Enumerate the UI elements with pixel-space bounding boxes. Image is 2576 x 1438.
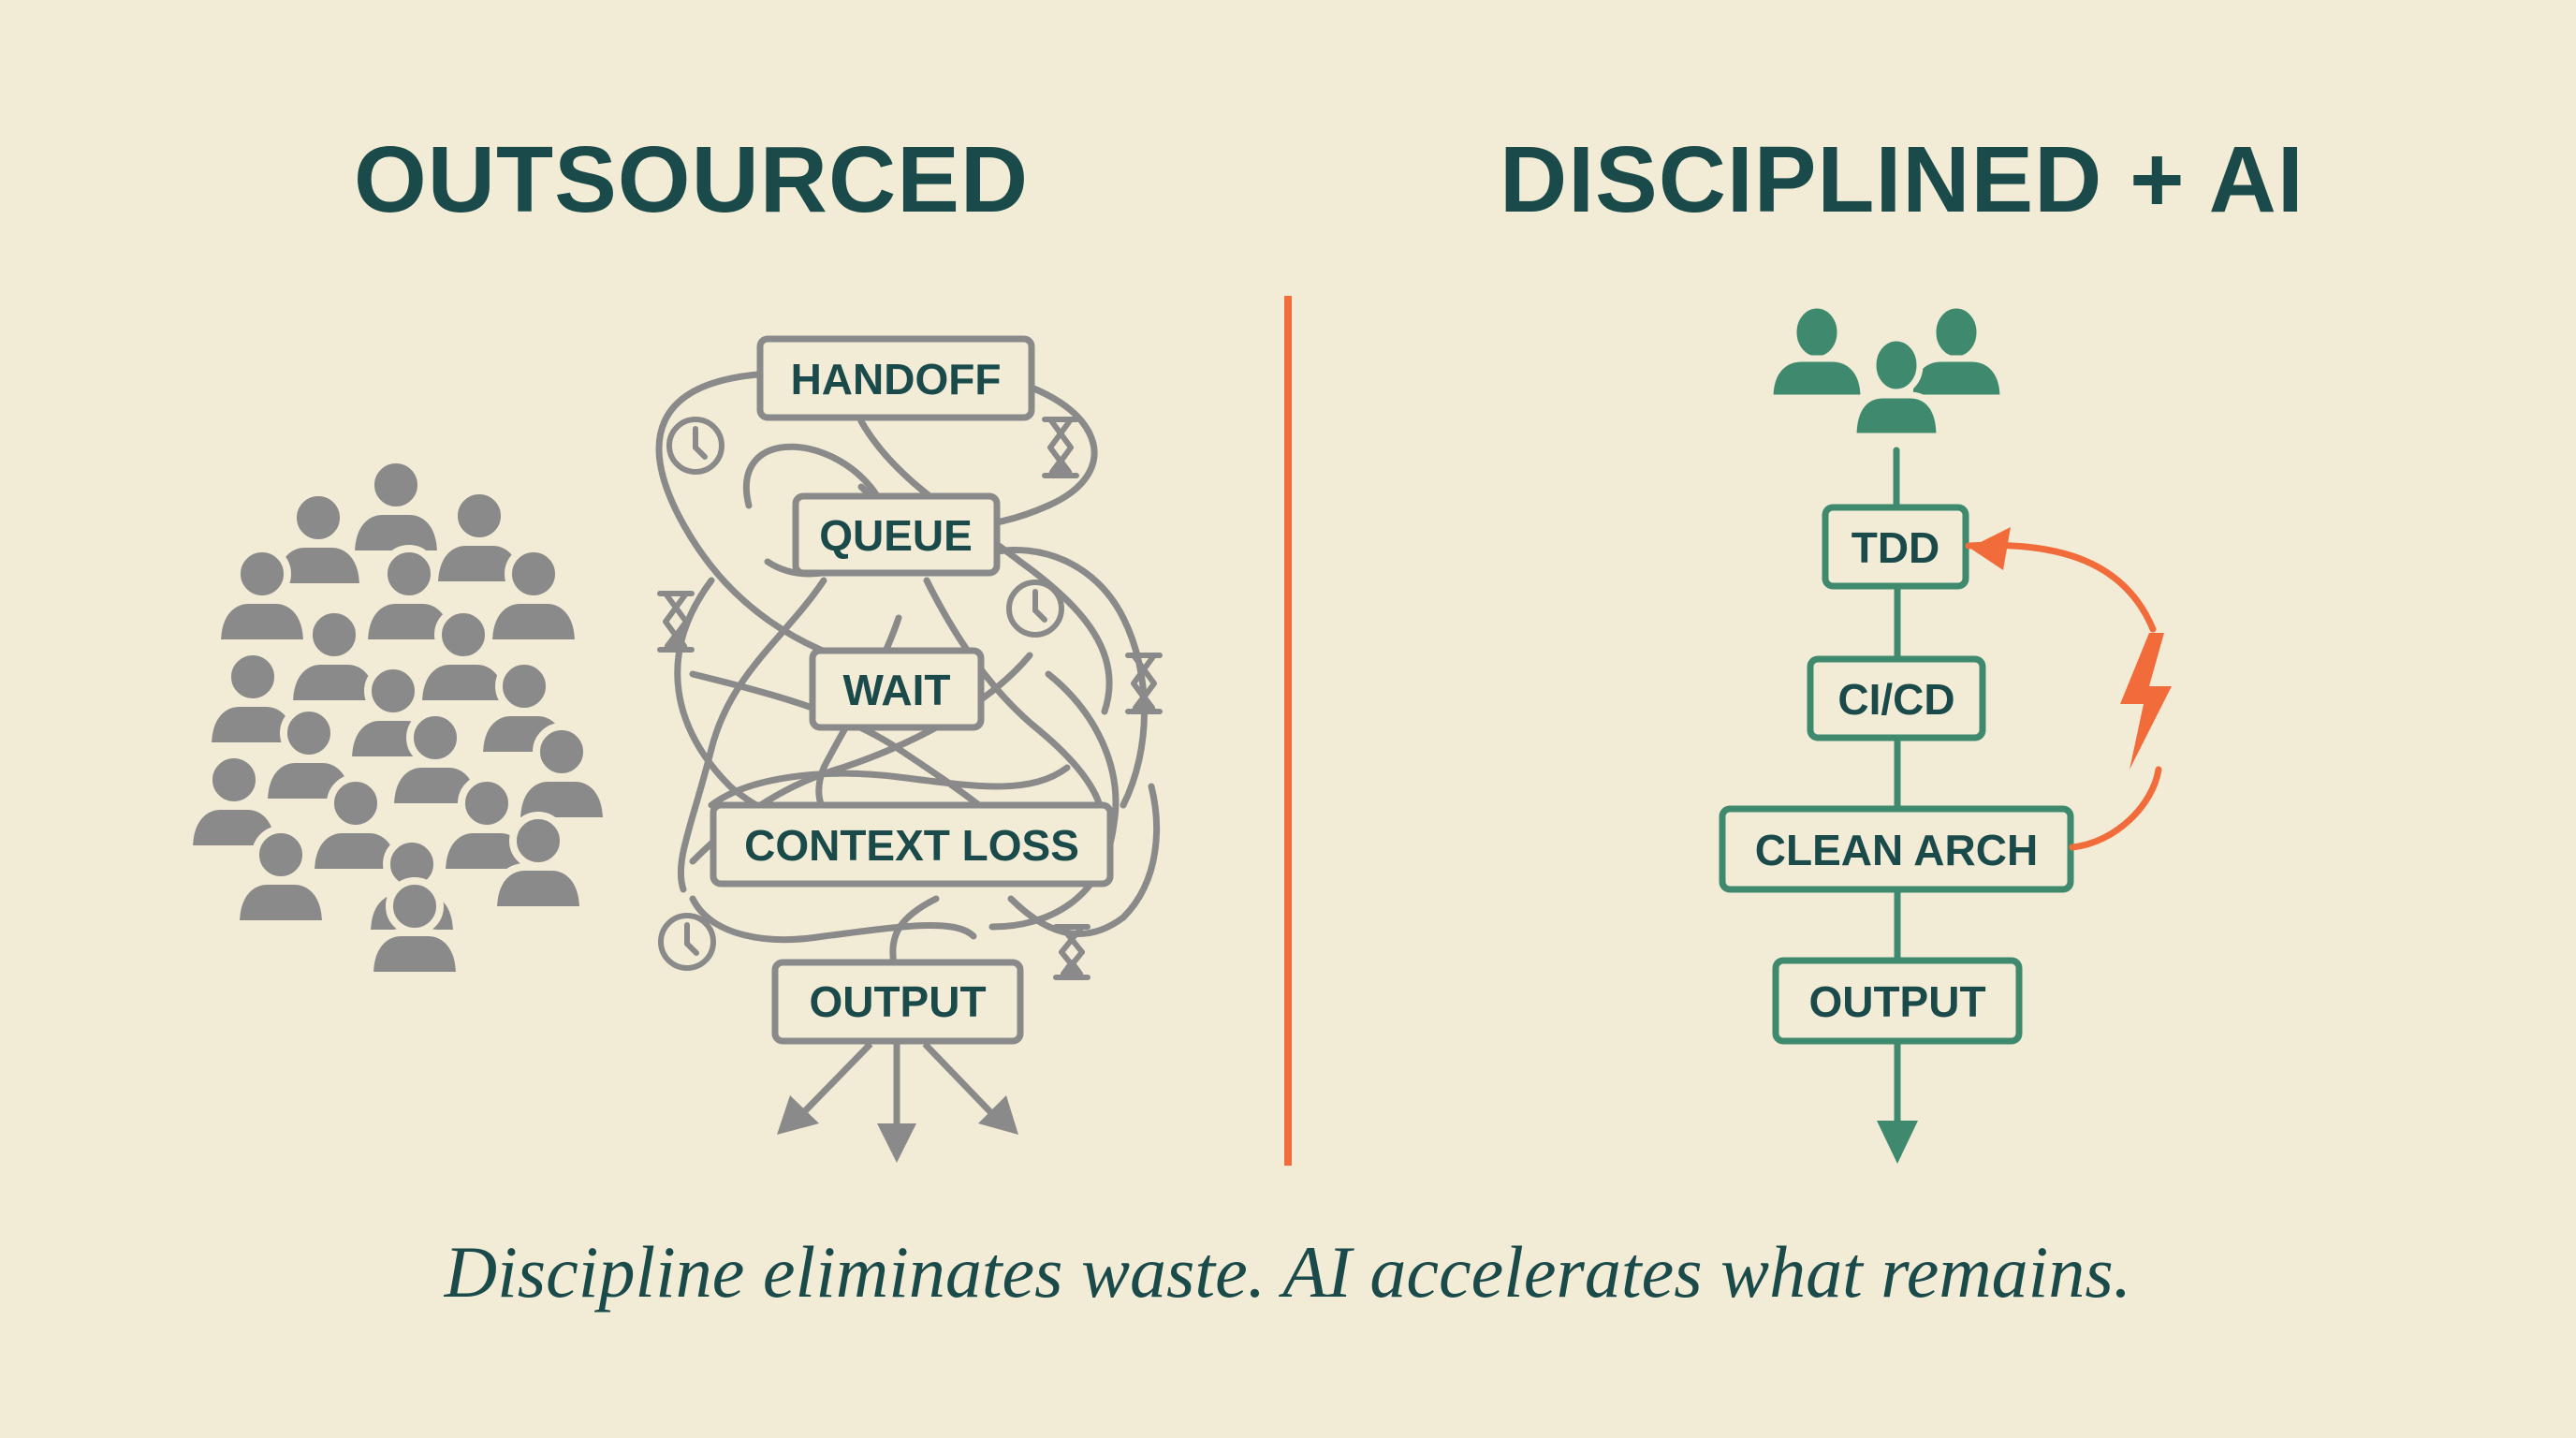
caption: Discipline eliminates waste. AI accelera… (444, 1231, 2132, 1313)
hourglass-icon (657, 591, 695, 653)
clock-icon (666, 417, 724, 475)
step-box-queue: QUEUE (792, 492, 1001, 577)
step-box-clean-arch: CLEAN ARCH (1719, 805, 2074, 893)
step-box-ci-cd: CI/CD (1807, 655, 1986, 741)
hourglass-icon (1042, 417, 1079, 478)
team-of-three-icon (1766, 301, 2007, 440)
step-label: WAIT (843, 666, 951, 714)
scattered-arrows (777, 1041, 1018, 1163)
step-label: CONTEXT LOSS (744, 821, 1079, 870)
down-arrow-icon (1877, 1121, 1918, 1164)
feedback-arrowhead (1969, 527, 2011, 570)
crowd-of-people-icon (189, 460, 607, 976)
clock-icon (1006, 580, 1064, 638)
step-label: TDD (1852, 523, 1940, 572)
step-box-wait: WAIT (809, 647, 985, 731)
step-box-output: OUTPUT (1772, 957, 2023, 1045)
step-label: OUTPUT (809, 977, 986, 1026)
hourglass-icon (1125, 653, 1163, 714)
lightning-bolt-icon (2120, 633, 2172, 770)
clock-icon (658, 913, 716, 971)
outsourced-heading: OUTSOURCED (354, 127, 1030, 232)
step-label: OUTPUT (1808, 977, 1985, 1026)
flow-connector (1893, 447, 1901, 1127)
step-box-tdd: TDD (1822, 504, 1969, 590)
step-label: HANDOFF (791, 355, 1002, 404)
disciplined-ai-heading: DISCIPLINED + AI (1500, 127, 2305, 232)
step-box-output: OUTPUT (771, 959, 1024, 1045)
step-label: CI/CD (1837, 675, 1954, 724)
step-box-context-loss: CONTEXT LOSS (710, 801, 1114, 888)
hourglass-icon (1053, 924, 1090, 980)
step-label: CLEAN ARCH (1755, 826, 2038, 874)
step-label: QUEUE (819, 511, 973, 560)
step-box-handoff: HANDOFF (756, 335, 1035, 421)
